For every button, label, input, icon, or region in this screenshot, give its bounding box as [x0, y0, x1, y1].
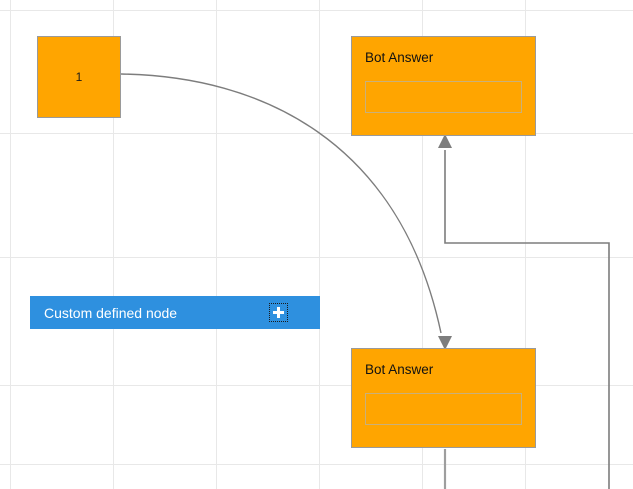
bot-answer-top-title: Bot Answer — [365, 50, 434, 65]
palette-item-custom-defined-node[interactable]: Custom defined node — [30, 296, 320, 329]
bot-answer-bottom-title: Bot Answer — [365, 362, 434, 377]
edge-curved-node1-to-bot-answer-bottom[interactable] — [120, 73, 452, 350]
node-bot-answer-top[interactable]: Bot Answer — [351, 36, 536, 136]
palette-item-label: Custom defined node — [44, 304, 178, 321]
bot-answer-top-slot[interactable] — [365, 80, 522, 113]
edge-orthogonal-bot-answer-bottom-to-top[interactable] — [438, 134, 610, 489]
node-1-label: 1 — [75, 70, 83, 84]
plus-icon[interactable] — [269, 303, 288, 322]
node-bot-answer-bottom[interactable]: Bot Answer — [351, 348, 536, 448]
bot-answer-bottom-slot[interactable] — [365, 392, 522, 425]
node-1[interactable]: 1 — [37, 36, 121, 118]
